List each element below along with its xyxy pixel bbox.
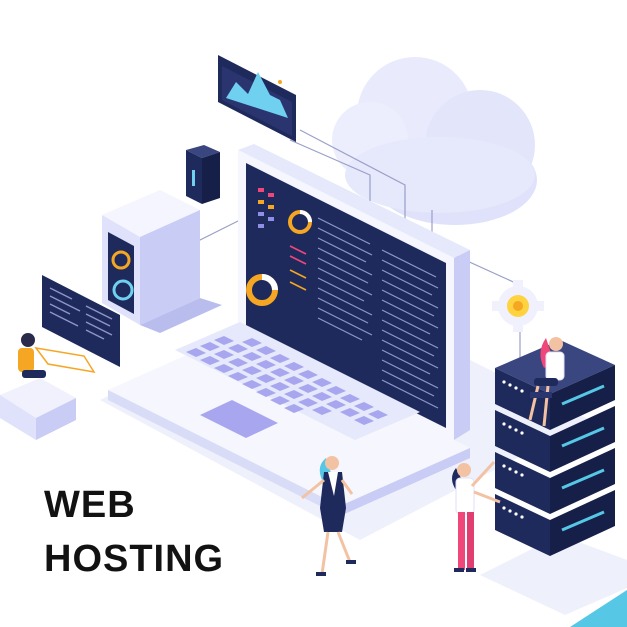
person-left	[0, 333, 96, 440]
person-right	[452, 460, 501, 572]
server-tower-icon	[102, 190, 222, 333]
cloud-icon	[332, 57, 537, 225]
code-panel-icon	[42, 275, 120, 367]
screen-widgets	[246, 188, 439, 409]
person-center	[301, 456, 356, 576]
headline-hosting: HOSTING	[44, 538, 225, 580]
gear-icon	[492, 280, 544, 332]
laptop-trackpad	[200, 400, 278, 438]
rack-unit	[495, 448, 615, 514]
chart-window-icon	[218, 55, 296, 142]
usb-drive-icon	[186, 145, 220, 204]
headline-web: WEB	[44, 484, 136, 526]
server-rack-icon	[480, 340, 627, 615]
corner-accent	[570, 590, 627, 627]
person-on-rack	[528, 337, 565, 427]
keyboard-keys	[186, 336, 388, 425]
rack-unit	[495, 490, 615, 556]
laptop-base	[108, 332, 470, 506]
laptop-icon	[108, 144, 470, 516]
rack-unit	[495, 406, 615, 472]
